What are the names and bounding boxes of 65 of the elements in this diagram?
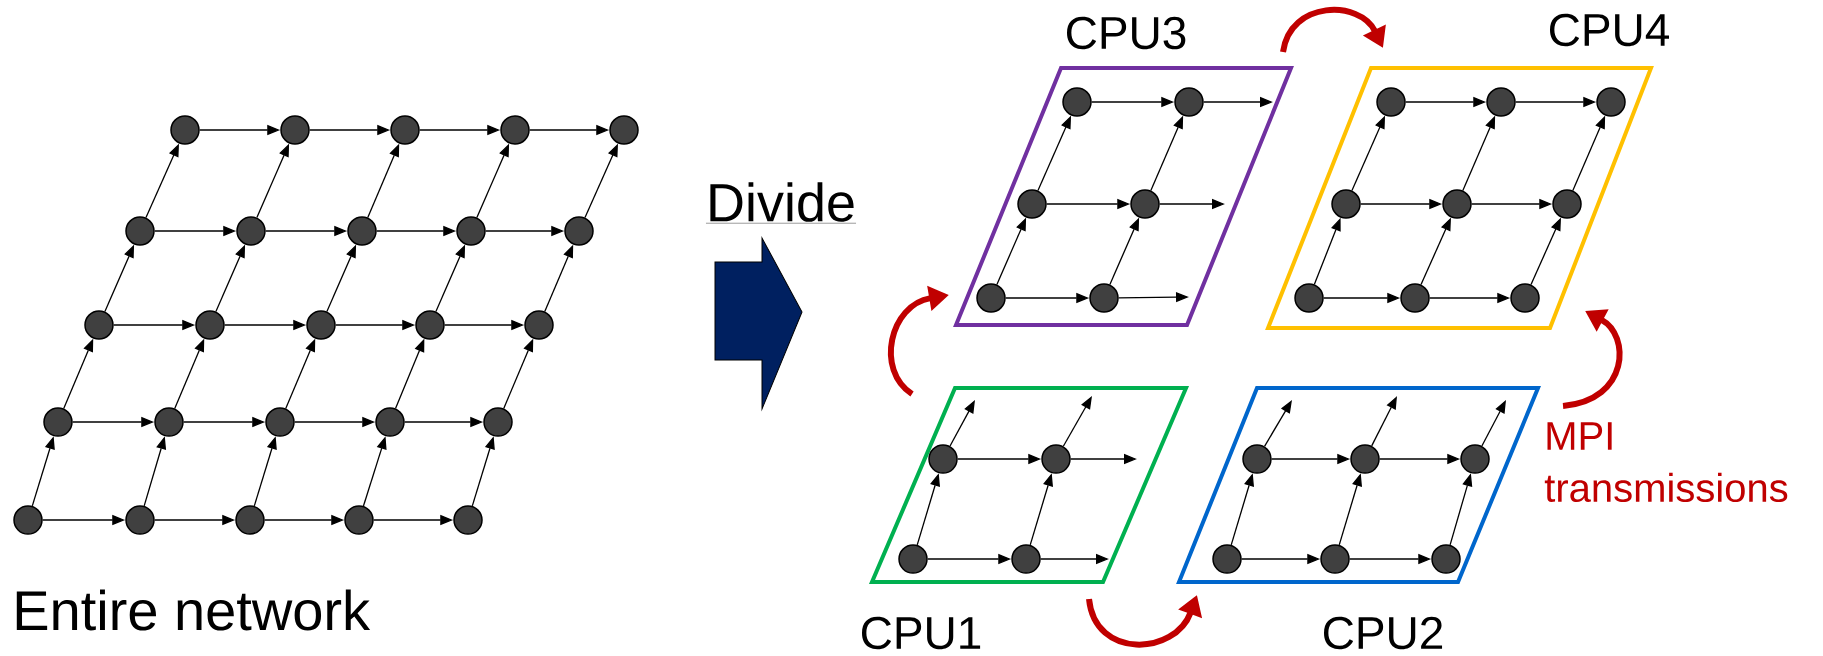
- node-circle: [195, 310, 225, 340]
- node-circle: [1331, 189, 1361, 219]
- node-circle: [1486, 87, 1516, 117]
- arrow: [1062, 396, 1092, 447]
- node-circle: [1017, 189, 1047, 219]
- node-circle: [1431, 544, 1461, 574]
- node-circle: [13, 505, 43, 535]
- node-circle: [84, 310, 114, 340]
- node-circle: [1089, 283, 1119, 313]
- node-circle: [1174, 87, 1204, 117]
- node-circle: [976, 283, 1006, 313]
- divide-label: Divide: [705, 182, 857, 224]
- node-circle: [170, 115, 200, 145]
- node-circle: [483, 407, 513, 437]
- node-label: CPU1: [862, 616, 981, 650]
- node-circle: [43, 407, 73, 437]
- arrow: [1263, 400, 1292, 447]
- network-caption: Entire network: [16, 589, 371, 631]
- transfer-arrow: [1280, 7, 1386, 53]
- node-circle: [1350, 444, 1380, 474]
- cpu-region: CPU1: [862, 386, 1190, 650]
- node-circle: [1130, 189, 1160, 219]
- node-circle: [347, 216, 377, 246]
- node-circle: [1376, 87, 1406, 117]
- node-label: CPU3: [1067, 16, 1186, 50]
- node-circle: [456, 216, 486, 246]
- node-circle: [125, 505, 155, 535]
- node-circle: [1041, 444, 1071, 474]
- arrow: [1371, 396, 1397, 447]
- node-circle: [125, 216, 155, 246]
- node-circle: [1294, 283, 1324, 313]
- arrow: [949, 400, 975, 447]
- node-label: CPU2: [1324, 616, 1443, 650]
- node-circle: [306, 310, 336, 340]
- node-circle: [1242, 444, 1272, 474]
- node-circle: [236, 216, 266, 246]
- node-circle: [524, 310, 554, 340]
- node-circle: [500, 115, 530, 145]
- transmission-label: MPI transmissions: [1544, 422, 1788, 503]
- node-circle: [344, 505, 374, 535]
- node-circle: [1011, 544, 1041, 574]
- node-circle: [898, 544, 928, 574]
- node-circle: [154, 407, 184, 437]
- node-circle: [928, 444, 958, 474]
- node-circle: [1320, 544, 1350, 574]
- node-circle: [609, 115, 639, 145]
- node-circle: [415, 310, 445, 340]
- transfer-arrow: [1562, 309, 1623, 409]
- node-circle: [564, 216, 594, 246]
- node-circle: [390, 115, 420, 145]
- node-circle: [280, 115, 310, 145]
- node-circle: [375, 407, 405, 437]
- node-circle: [1552, 189, 1582, 219]
- node-circle: [1062, 87, 1092, 117]
- node-circle: [1510, 283, 1540, 313]
- node-circle: [453, 505, 483, 535]
- node-circle: [1596, 87, 1626, 117]
- node-circle: [1442, 189, 1472, 219]
- node-circle: [265, 407, 295, 437]
- node-circle: [235, 505, 265, 535]
- arrow: [1481, 400, 1506, 447]
- node-circle: [1460, 444, 1490, 474]
- node-circle: [1400, 283, 1430, 313]
- node-circle: [1212, 544, 1242, 574]
- node-label: CPU4: [1550, 13, 1669, 47]
